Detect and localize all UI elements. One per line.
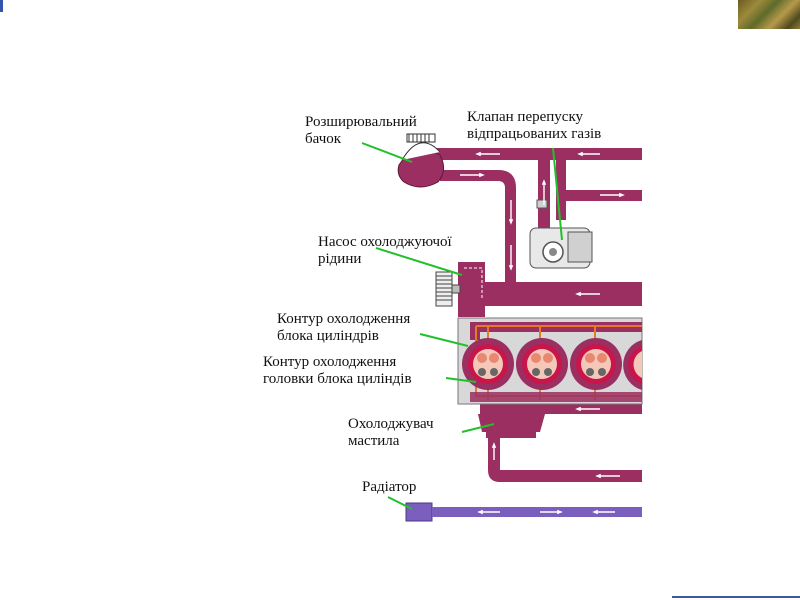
label-oil-cooler: Охолоджувач мастила [348, 416, 434, 450]
oil-cooler [478, 414, 545, 438]
coolant-pipes [430, 148, 642, 482]
label-oil-cooler-line2: мастила [348, 433, 400, 449]
slide-bottom-rule [672, 596, 800, 598]
flow-arrows [460, 151, 625, 515]
radiator [405, 502, 642, 522]
cylinder [623, 340, 642, 390]
label-coolant-pump: Насос охолоджуючої рідини [318, 234, 452, 268]
label-expansion-tank: Розширювальний бачок [305, 114, 417, 148]
expansion-tank [397, 133, 444, 188]
label-block-circuit-line2: блока циліндрів [277, 328, 379, 344]
label-coolant-pump-line1: Насос охолоджуючої [318, 234, 452, 250]
label-coolant-pump-line2: рідини [318, 251, 362, 267]
label-head-circuit-line2: головки блока циліндів [263, 371, 412, 387]
label-bypass-valve: Клапан перепуску відпрацьованих газів [467, 109, 601, 143]
label-head-circuit-line1: Контур охолодження [263, 354, 397, 370]
label-bypass-valve-line1: Клапан перепуску [467, 109, 584, 125]
label-bypass-valve-line2: відпрацьованих газів [467, 126, 602, 142]
label-block-circuit-line1: Контур охолодження [277, 311, 411, 327]
label-oil-cooler-line1: Охолоджувач [348, 416, 434, 432]
label-expansion-tank-line1: Розширювальний [305, 114, 417, 130]
bypass-valve-unit [529, 199, 593, 269]
label-expansion-tank-line2: бачок [305, 131, 342, 147]
corner-photo [738, 0, 800, 29]
label-radiator: Радіатор [362, 479, 417, 495]
label-head-circuit: Контур охолодження головки блока цилінді… [263, 354, 412, 388]
engine-block [457, 317, 643, 405]
cylinder [462, 338, 514, 390]
label-block-circuit: Контур охолодження блока циліндрів [277, 311, 410, 345]
cylinder [570, 338, 622, 390]
cylinder [516, 338, 568, 390]
coolant-pump [435, 267, 483, 307]
leader-lines [361, 142, 563, 510]
slide-corner-mark [0, 0, 3, 12]
